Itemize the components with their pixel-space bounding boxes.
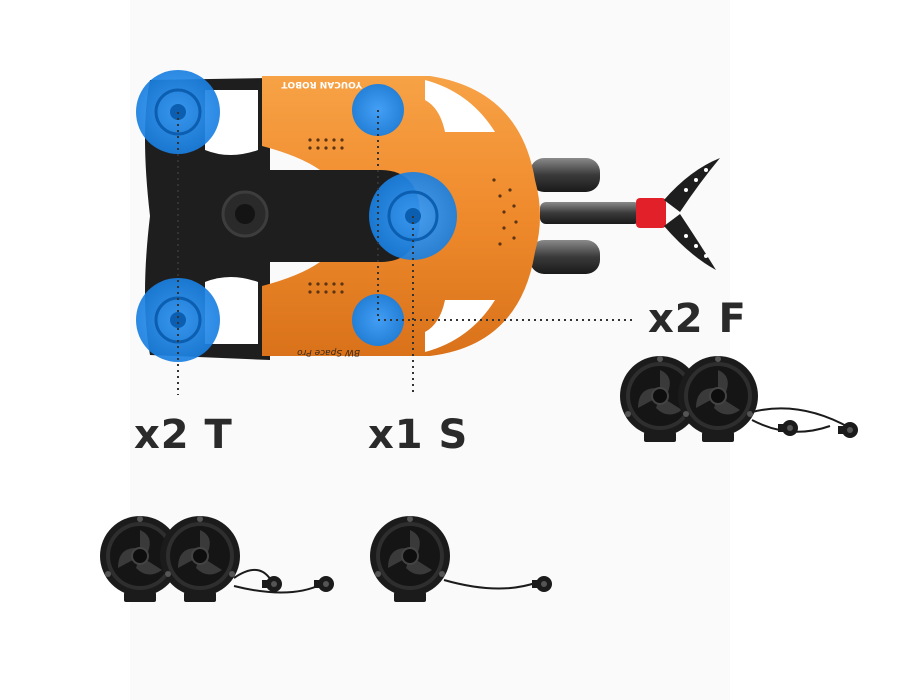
vent-dots [308,138,518,294]
battery-tube-bottom [530,240,600,274]
claw-red-collar [636,198,666,228]
label-front-thrusters: x2 F [648,296,747,342]
leader-lines [177,110,636,395]
label-tail-thrusters: x2 T [134,412,233,458]
front-thrusters-pair [619,355,858,443]
side-thruster-single [369,515,552,603]
camera-lens [235,204,255,224]
connector-plug-icon [778,420,798,436]
claw-arm [540,202,640,224]
battery-tube-top [530,158,600,192]
shell-cutout-top [425,80,495,132]
connector-plug-icon [838,422,858,438]
center-channel [160,170,420,262]
underwater-drone: YOUCAN ROBOT BW Space Pro [136,70,720,362]
model-lettering: BW Space Pro [297,347,360,357]
tail-thruster-bottom-highlight [136,278,220,362]
label-side-thruster: x1 S [368,412,469,458]
shell-cutout-bottom [425,300,495,352]
tail-thrusters-pair [99,515,334,603]
brand-lettering: YOUCAN ROBOT [281,79,363,89]
claw-lower [664,214,716,270]
